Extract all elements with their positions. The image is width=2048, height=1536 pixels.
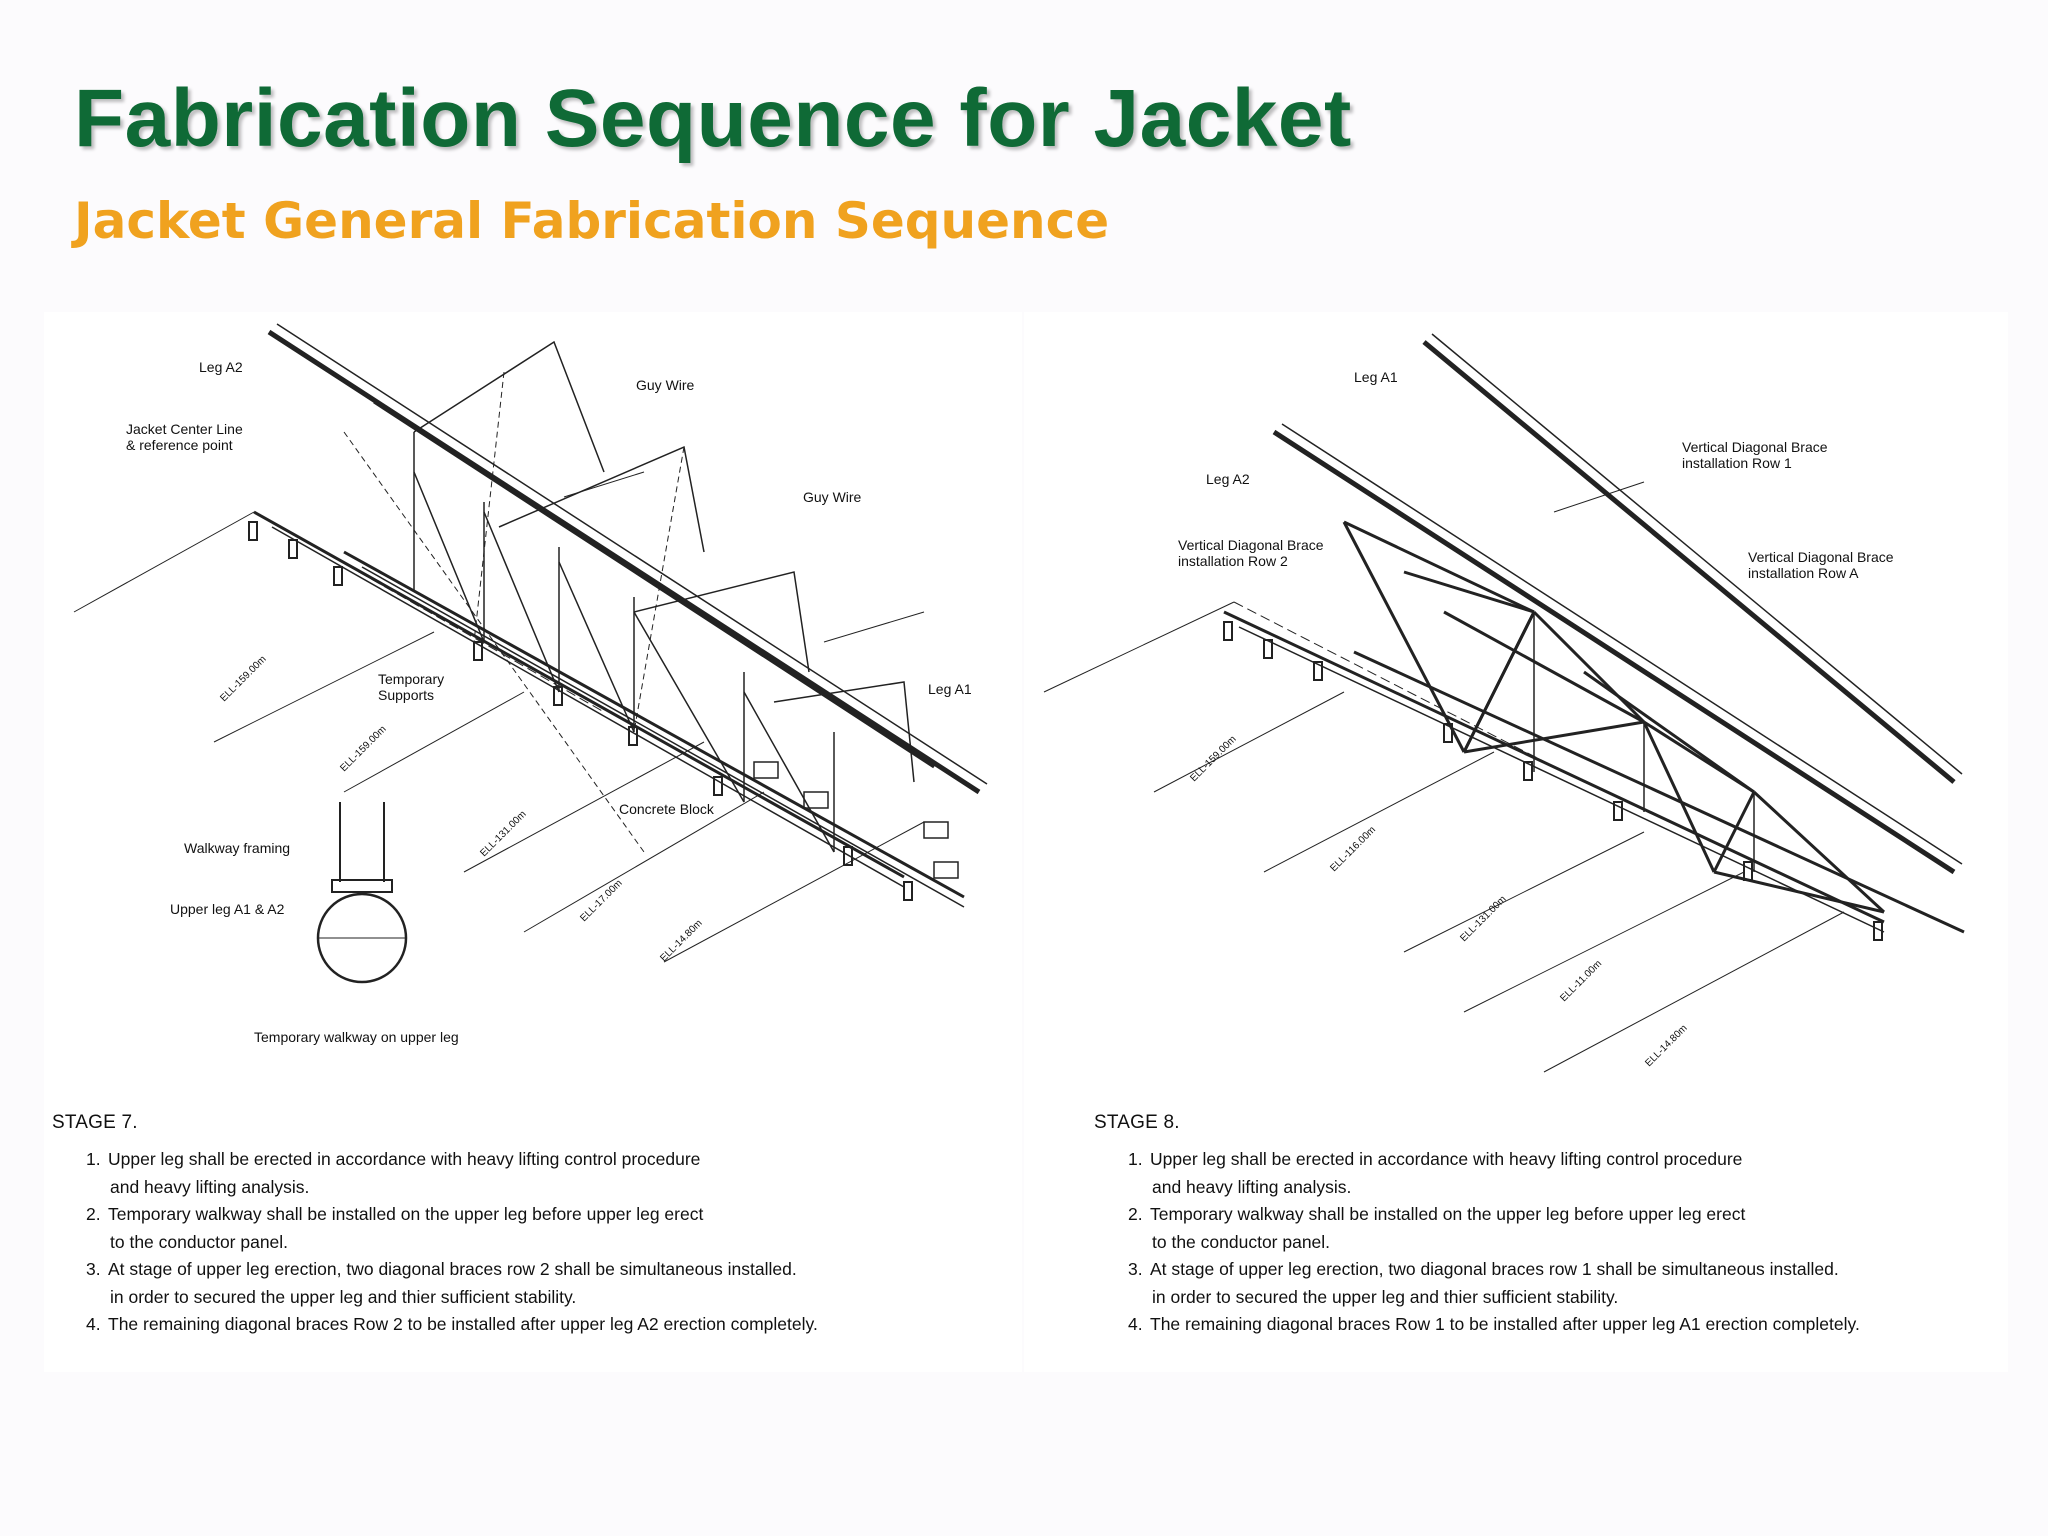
label-leg-a2: Leg A2	[199, 359, 243, 375]
label-ell-2: ELL-116.00m	[1328, 824, 1378, 874]
label-vdb-row2: Vertical Diagonal Brace	[1178, 537, 1324, 553]
page-title: Fabrication Sequence for Jacket	[74, 73, 1352, 164]
label-ell-3: ELL-131.00m	[1458, 894, 1508, 944]
label-vdb-row2-sub: installation Row 2	[1178, 553, 1288, 569]
label-walkway-caption: Temporary walkway on upper leg	[254, 1029, 459, 1045]
label-guy-wire-1: Guy Wire	[636, 377, 695, 393]
label-ell-5: ELL-14.80m	[1643, 1023, 1689, 1069]
stage-7-note-2: 2.Temporary walkway shall be installed o…	[86, 1204, 704, 1252]
stage-7-labels: Leg A2 Jacket Center Line & reference po…	[126, 359, 972, 1045]
label-leg-a1: Leg A1	[928, 681, 972, 697]
label-leg-a2: Leg A2	[1206, 471, 1250, 487]
stage-8-list: 1.Upper leg shall be erected in accordan…	[1094, 1146, 1860, 1339]
label-supports: Supports	[378, 687, 434, 703]
label-ell-1: ELL-159.00m	[1188, 734, 1238, 784]
label-ell-3: ELL-131.00m	[478, 809, 528, 859]
stage-8-note-2: 2.Temporary walkway shall be installed o…	[1128, 1204, 1746, 1252]
label-upper-leg: Upper leg A1 & A2	[170, 901, 285, 917]
label-vdb-rowa: Vertical Diagonal Brace	[1748, 549, 1894, 565]
stage-8-panel: Leg A1 Leg A2 Vertical Diagonal Brace in…	[1024, 312, 2008, 1372]
label-vdb-rowa-sub: installation Row A	[1748, 565, 1859, 581]
stage-7-drawing: Leg A2 Jacket Center Line & reference po…	[73, 323, 988, 1045]
label-ell-1: ELL-159.00m	[218, 654, 268, 704]
stage-8-heading: STAGE 8.	[1094, 1112, 1180, 1133]
label-ell-5: ELL-14.80m	[658, 918, 704, 964]
stage-8-structure	[1043, 333, 1965, 1073]
stage-7-structure	[73, 323, 988, 984]
stage-8-note-3: 3.At stage of upper leg erection, two di…	[1128, 1259, 1839, 1307]
label-guy-wire-2: Guy Wire	[803, 489, 862, 505]
label-ell-4: ELL-11.00m	[1558, 958, 1604, 1004]
label-ell-4: ELL-17.00m	[578, 878, 624, 924]
stage-7-heading: STAGE 7.	[52, 1112, 138, 1133]
label-temporary: Temporary	[378, 671, 444, 687]
stage-8-note-4: 4.The remaining diagonal braces Row 1 to…	[1128, 1314, 1860, 1334]
label-walkway-framing: Walkway framing	[184, 840, 290, 856]
stage-7-note-3: 3.At stage of upper leg erection, two di…	[86, 1259, 797, 1307]
stage-7-list: 1.Upper leg shall be erected in accordan…	[52, 1146, 818, 1339]
label-leg-a1: Leg A1	[1354, 369, 1398, 385]
label-reference-point: & reference point	[126, 437, 233, 453]
stage-8-drawing: Leg A1 Leg A2 Vertical Diagonal Brace in…	[1043, 333, 1965, 1073]
stage-7-note-1: 1.Upper leg shall be erected in accordan…	[86, 1149, 701, 1197]
page-subtitle: Jacket General Fabrication Sequence	[74, 192, 1110, 250]
stage-8-labels: Leg A1 Leg A2 Vertical Diagonal Brace in…	[1178, 369, 1894, 1069]
stage-7-panel: Leg A2 Jacket Center Line & reference po…	[44, 312, 1022, 1372]
label-ell-2: ELL-159.00m	[338, 724, 388, 774]
stage-7-note-4: 4.The remaining diagonal braces Row 2 to…	[86, 1314, 818, 1334]
label-vdb-row1-sub: installation Row 1	[1682, 455, 1792, 471]
label-vdb-row1: Vertical Diagonal Brace	[1682, 439, 1828, 455]
stage-8-note-1: 1.Upper leg shall be erected in accordan…	[1128, 1149, 1743, 1197]
label-jacket-center-line: Jacket Center Line	[126, 421, 243, 437]
label-concrete-block: Concrete Block	[619, 801, 715, 817]
stage-7-notes: STAGE 7. 1.Upper leg shall be erected in…	[52, 1112, 818, 1339]
stage-8-notes: STAGE 8. 1.Upper leg shall be erected in…	[1094, 1112, 1860, 1339]
